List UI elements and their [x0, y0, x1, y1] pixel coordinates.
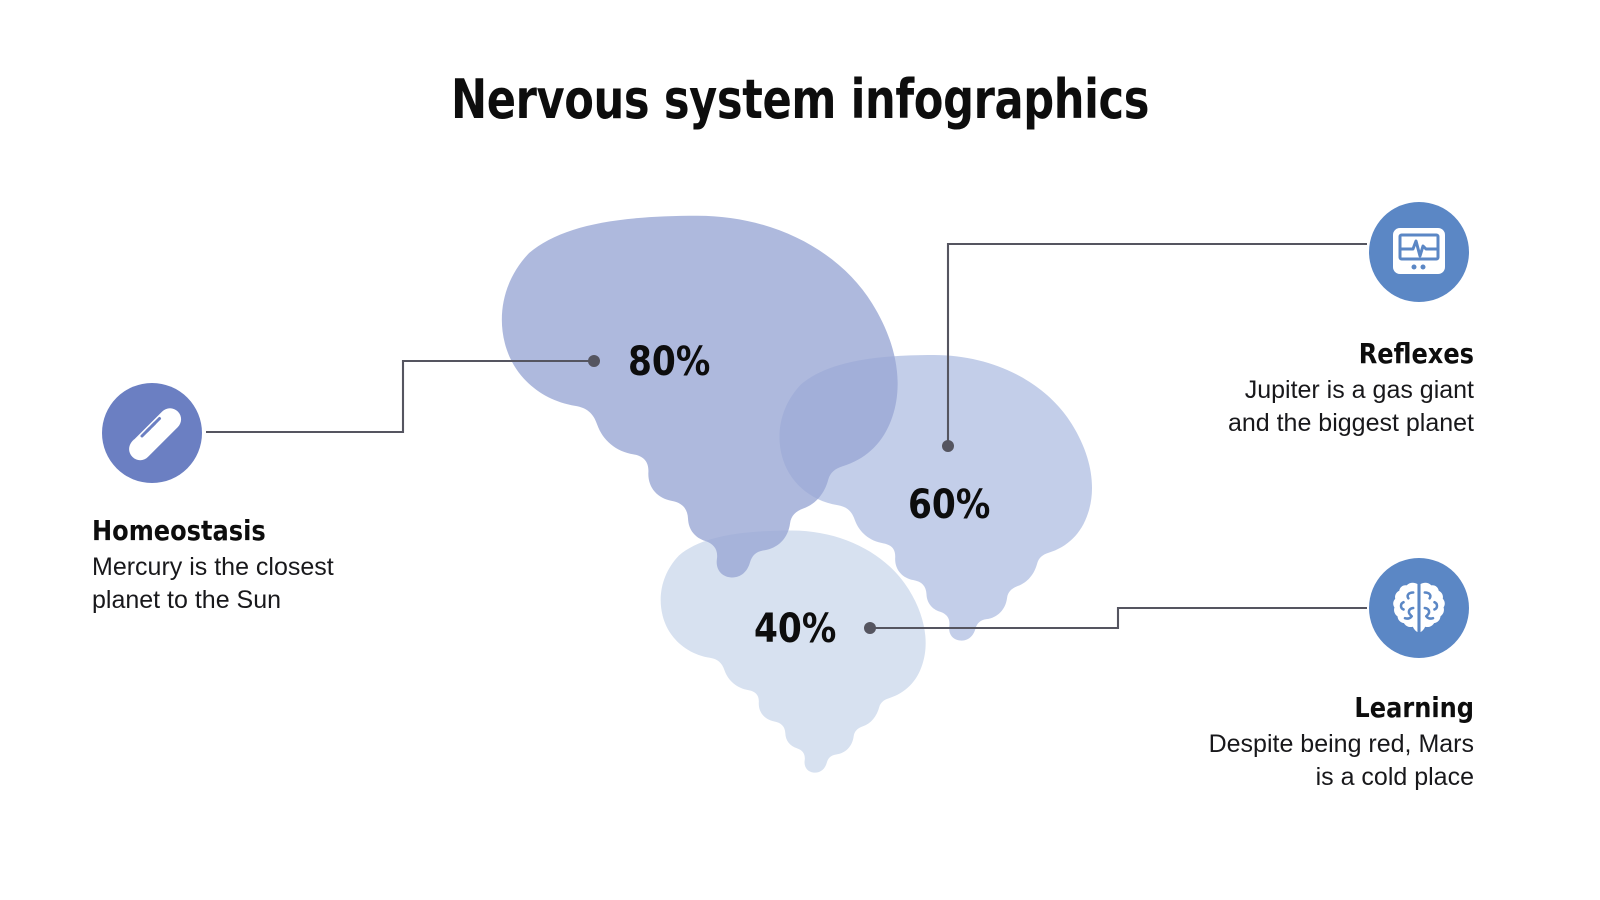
thermometer-icon [129, 408, 182, 461]
icon-circle-homeostasis[interactable] [102, 383, 202, 483]
legend-title-learning: Learning [1354, 691, 1474, 724]
icon-circle-reflexes[interactable] [1369, 202, 1469, 302]
legend-description-homeostasis: Mercury is the closest planet to the Sun [92, 553, 334, 614]
percent-label-80: 80% [628, 339, 711, 385]
legend-item-homeostasis: Homeostasis Mercury is the closest plane… [92, 514, 512, 616]
legend-description-learning: Despite being red, Mars is a cold place [1208, 730, 1474, 791]
page-title: Nervous system infographics [450, 68, 1150, 131]
legend-item-reflexes: Reflexes Jupiter is a gas giant and the … [1014, 337, 1474, 439]
legend-title-homeostasis: Homeostasis [92, 514, 266, 547]
legend-item-learning: Learning Despite being red, Mars is a co… [1014, 691, 1474, 793]
legend-title-reflexes: Reflexes [1358, 337, 1474, 370]
icon-circle-learning[interactable] [1369, 558, 1469, 658]
brain-icon [1393, 582, 1445, 633]
heart-monitor-icon [1393, 228, 1445, 274]
legend-description-reflexes: Jupiter is a gas giant and the biggest p… [1227, 376, 1474, 437]
brain-shape-80 [501, 215, 898, 578]
percent-label-40: 40% [754, 606, 837, 652]
percent-label-60: 60% [908, 482, 991, 528]
